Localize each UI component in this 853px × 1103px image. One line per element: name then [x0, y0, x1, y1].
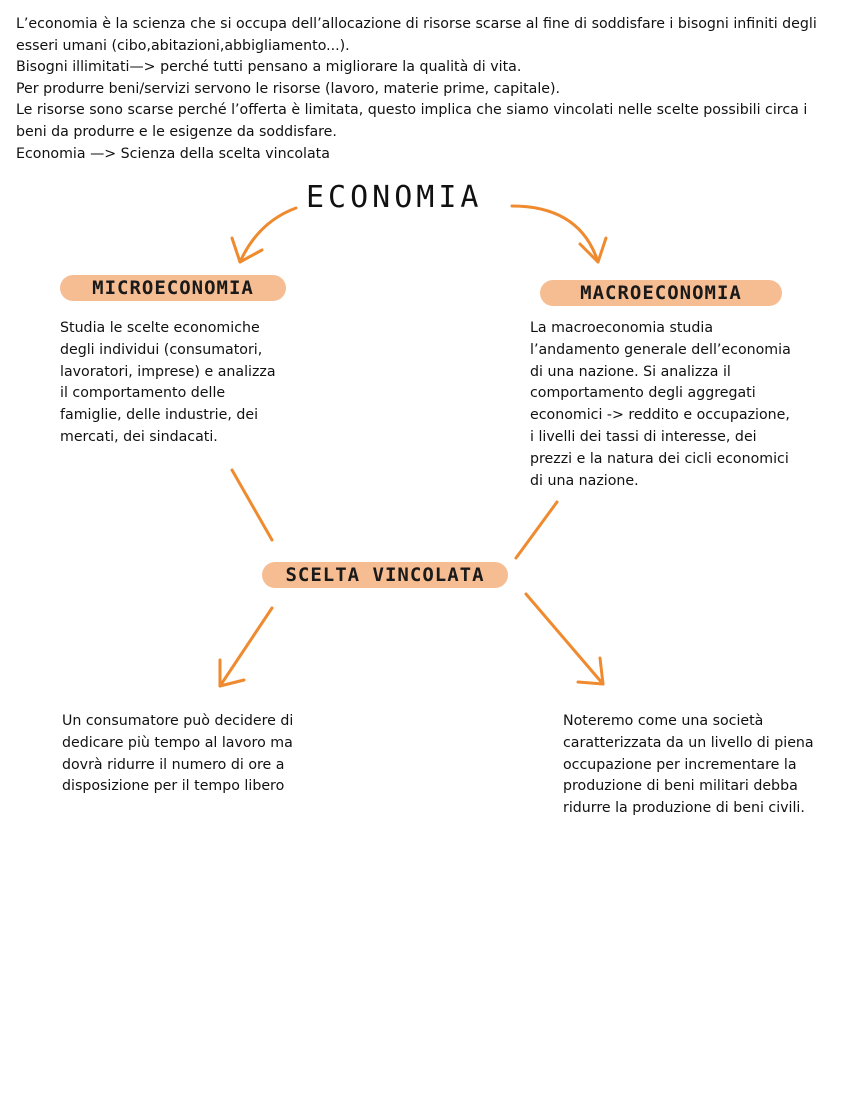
- arrow-to-example-1: [218, 606, 274, 688]
- arrow-to-micro-head: [230, 236, 264, 264]
- arrow-to-micro: [238, 206, 298, 264]
- intro-paragraph: L’economia è la scienza che si occupa de…: [16, 16, 817, 54]
- intro-paragraph: Economia —> Scienza della scelta vincola…: [16, 145, 330, 162]
- intro-paragraph: Bisogni illimitati—> perché tutti pensan…: [16, 59, 522, 76]
- micro-label: MICROECONOMIA: [60, 275, 286, 301]
- map-title: ECONOMIA: [306, 180, 483, 215]
- example-consumer: Un consumatore può decidere di dedicare …: [62, 713, 294, 795]
- scelta-vincolata-label: SCELTA VINCOLATA: [262, 562, 508, 588]
- example-society: Noteremo come una società caratterizzata…: [563, 713, 814, 817]
- intro-paragraph: Per produrre beni/servizi servono le ris…: [16, 80, 561, 97]
- micro-description: Studia le scelte economiche degli indivi…: [60, 320, 276, 445]
- arrow-to-macro: [510, 204, 600, 264]
- arrow-to-example-2: [524, 592, 605, 686]
- arrow-to-example-2-head: [576, 656, 605, 686]
- arrow-to-example-1-head: [218, 658, 246, 688]
- macro-label: MACROECONOMIA: [540, 280, 782, 306]
- intro-paragraph: Le risorse sono scarse perché l’offerta …: [16, 102, 808, 140]
- macro-description: La macroeconomia studia l’andamento gene…: [530, 320, 791, 489]
- intro-text: L’economia è la scienza che si occupa de…: [16, 14, 836, 165]
- line-macro-scelta: [514, 500, 559, 560]
- arrow-to-macro-head: [578, 236, 608, 264]
- line-micro-scelta: [230, 468, 274, 542]
